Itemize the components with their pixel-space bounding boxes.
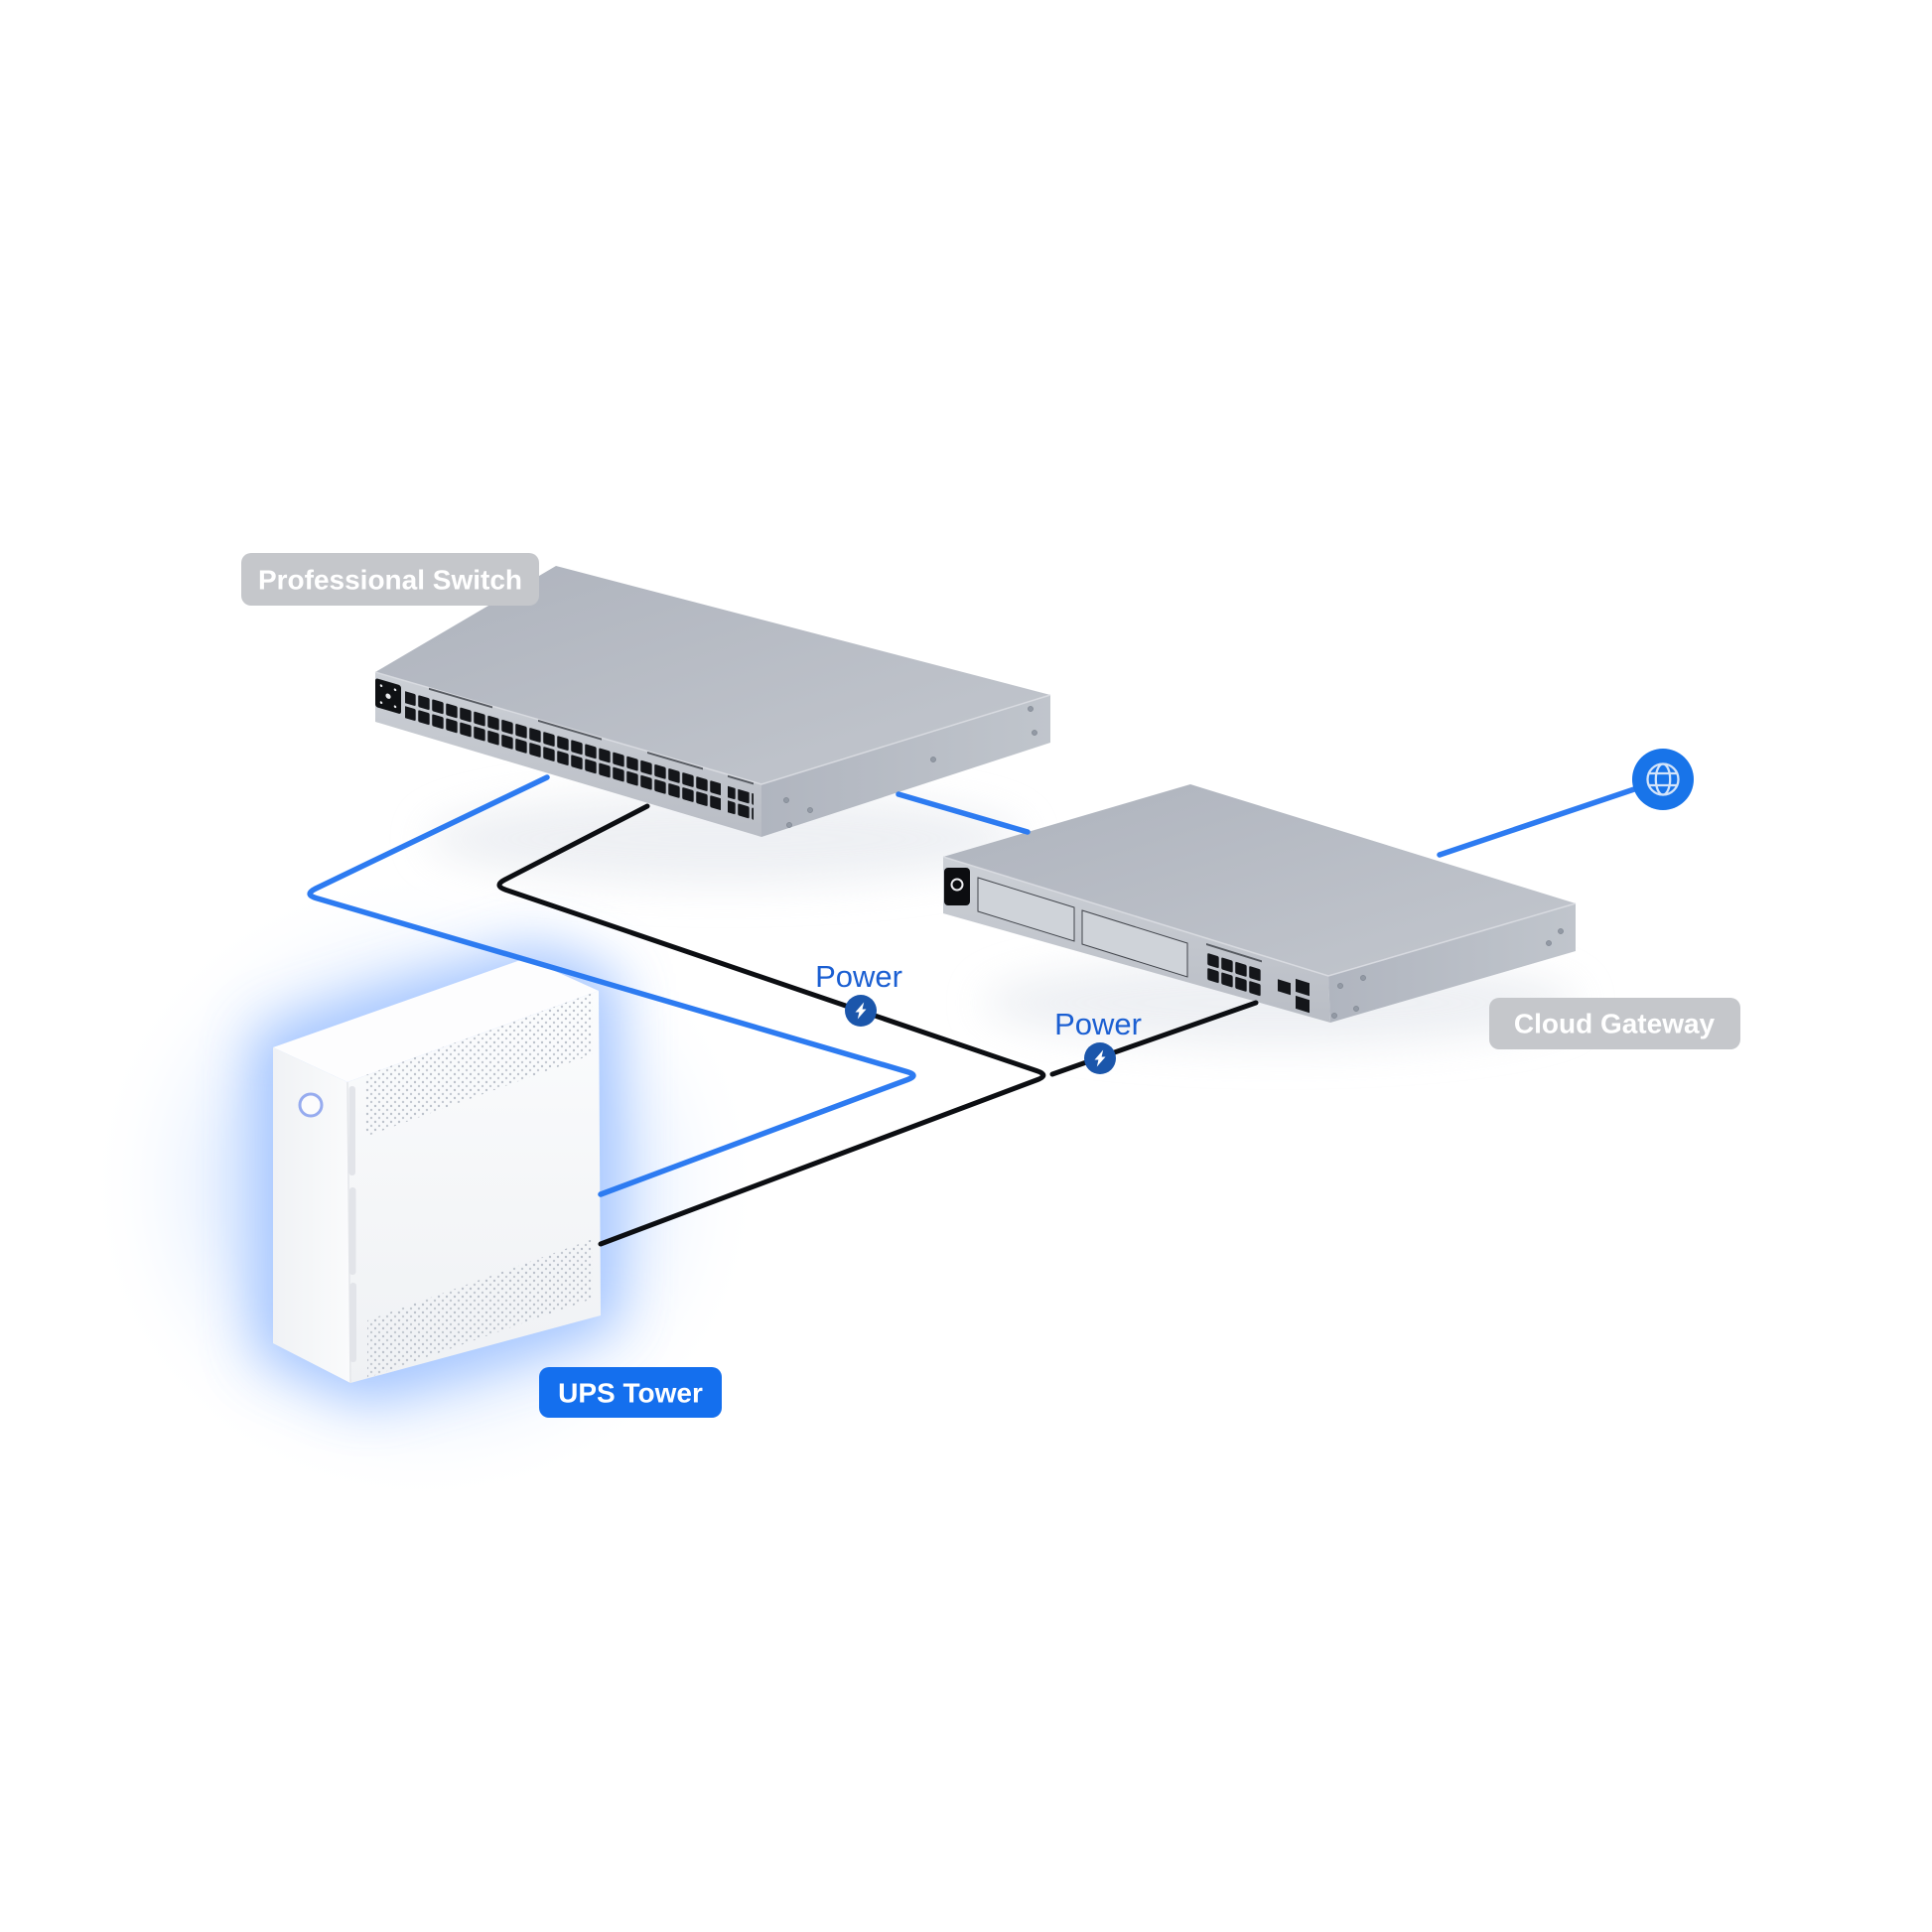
gateway-port-array [1206, 951, 1262, 999]
switch-panel-dot [393, 688, 397, 692]
switch-port-group-line [728, 774, 754, 785]
switch-screws [783, 706, 1037, 828]
lightning-bolt-icon [1094, 1049, 1106, 1067]
gateway-display-ring [950, 878, 964, 892]
ups-front-face [273, 1047, 350, 1383]
power-node-gateway [1084, 1042, 1116, 1074]
ups-slot-strip [348, 1086, 355, 1175]
gateway-top-face [943, 784, 1576, 976]
switch-right-face [761, 695, 1050, 837]
ups-top-face [273, 958, 599, 1082]
cloud-gateway-label: Cloud Gateway [1514, 1009, 1716, 1039]
cloud-gateway-badge[interactable]: Cloud Gateway [1489, 998, 1740, 1049]
switch-sfp-ports [728, 785, 754, 822]
ups-slot-strip [349, 1283, 356, 1362]
gateway-display-panel [944, 868, 970, 905]
professional-switch-label: Professional Switch [258, 565, 522, 596]
switch-port-array [405, 689, 721, 812]
gateway-mgmt-port [1278, 979, 1291, 996]
power-node-switch [845, 995, 877, 1027]
switch-panel-dot [379, 684, 383, 688]
gateway-drive-bay [1081, 909, 1188, 978]
power-cable-switch-to-ups [496, 803, 1046, 1247]
lightning-bolt-icon [855, 1002, 867, 1020]
cloud-gateway-device[interactable] [942, 784, 1577, 1023]
power-label-gateway: Power [1054, 1007, 1142, 1041]
gateway-screws [1331, 928, 1564, 1019]
gateway-sfp-port [1296, 995, 1310, 1014]
power-label-switch: Power [815, 959, 902, 994]
switch-edge-highlight [374, 671, 1051, 785]
switch-port-group-line [429, 687, 492, 709]
switch-shadow [427, 793, 1023, 885]
gateway-right-face [1328, 903, 1576, 1023]
internet-cable-gateway-to-globe [1437, 786, 1637, 858]
internet-node [1632, 749, 1694, 810]
switch-port-group-line [538, 719, 602, 741]
gateway-port-group-line [1206, 943, 1262, 963]
gateway-sfp-port [1296, 978, 1310, 997]
switch-port-group-line [647, 752, 703, 770]
data-cable-switch-to-gateway [896, 791, 1031, 835]
switch-panel-dot [385, 693, 391, 699]
switch-top-face [375, 566, 1050, 784]
ups-slot-strip [349, 1187, 356, 1275]
ups-tower-badge[interactable]: UPS Tower [539, 1367, 722, 1418]
ups-power-button[interactable] [298, 1092, 324, 1118]
ups-vent-band-bottom [367, 1239, 593, 1378]
gateway-drive-bay [977, 877, 1075, 942]
ups-tower-label: UPS Tower [558, 1378, 703, 1409]
data-cable-switch-to-ups [307, 774, 916, 1197]
professional-switch-device[interactable] [374, 566, 1051, 837]
ups-vent-band-top [365, 993, 593, 1137]
switch-panel-dot [379, 701, 383, 705]
gateway-edge-highlight [942, 856, 1577, 977]
switch-panel-dot [393, 705, 397, 709]
professional-switch-badge[interactable]: Professional Switch [241, 553, 539, 606]
globe-circle [1632, 749, 1694, 810]
globe-icon [1646, 762, 1680, 796]
ups-tower-device[interactable] [273, 958, 601, 1384]
